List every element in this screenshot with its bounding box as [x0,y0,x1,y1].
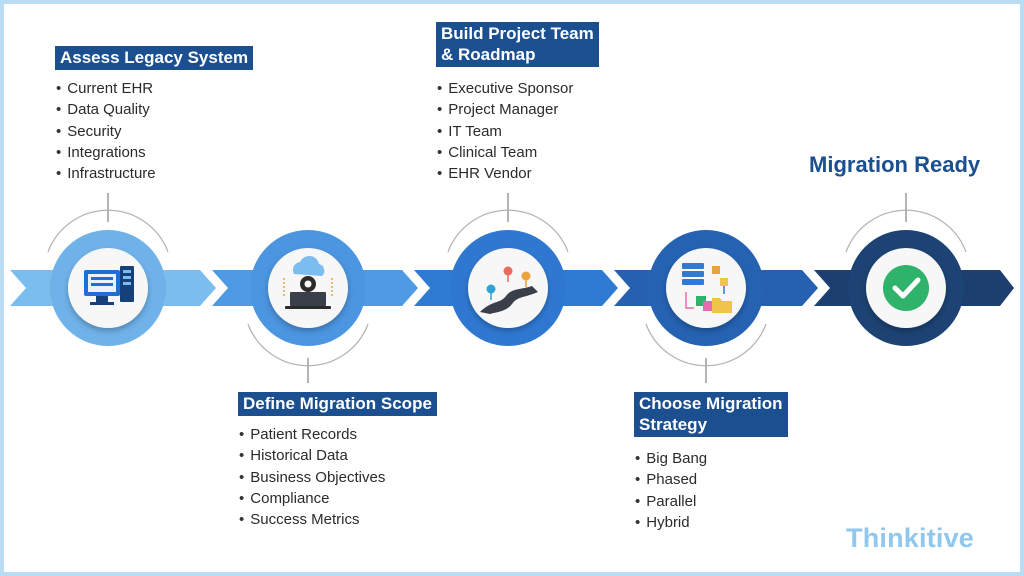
step-4-list: Big Bang Phased Parallel Hybrid [635,448,707,533]
step-4-heading-line-1: Choose Migration [639,394,783,413]
step-4-heading: Choose Migration Strategy [634,392,788,437]
list-item: Historical Data [239,445,385,466]
step-2-heading: Define Migration Scope [238,392,437,416]
connector-lines [107,193,907,383]
data-transfer-icon [682,263,732,313]
arc-decorations [47,209,967,367]
step-3-heading: Build Project Team & Roadmap [436,22,599,67]
list-item: Data Quality [56,99,156,120]
step-2-list: Patient Records Historical Data Business… [239,424,385,530]
step-4-heading-line-2: Strategy [639,415,708,434]
step-1-list: Current EHR Data Quality Security Integr… [56,78,156,184]
list-item: Infrastructure [56,163,155,184]
list-item: Executive Sponsor [437,78,573,99]
list-item: Security [56,121,156,142]
step-1-heading-line-1: Assess Legacy System [60,48,249,67]
cloud-gear-laptop-icon [283,255,333,309]
list-item: Success Metrics [239,509,385,530]
step-2-heading-line-1: Define Migration Scope [243,394,432,413]
computer-server-icon [84,266,134,305]
list-item: Patient Records [239,424,385,445]
step-1-heading: Assess Legacy System [55,46,254,70]
list-item: Integrations [56,142,156,163]
list-item: Clinical Team [437,142,573,163]
list-item: IT Team [437,121,573,142]
step-3-heading-line-1: Build Project Team [441,24,594,43]
checkmark-icon [883,265,929,311]
step-3-list: Executive Sponsor Project Manager IT Tea… [437,78,573,184]
brand-logo: Thinkitive [846,523,975,553]
list-item: Big Bang [635,448,707,469]
list-item: Business Objectives [239,467,385,488]
list-item: Compliance [239,488,385,509]
list-item: EHR Vendor [437,163,573,184]
list-item: Parallel [635,491,707,512]
list-item: Current EHR [56,78,156,99]
list-item: Project Manager [437,99,573,120]
step-5-title: Migration Ready [809,152,981,177]
list-item: Hybrid [635,512,707,533]
list-item: Phased [635,469,707,490]
roadmap-icon [480,266,538,314]
step-3-heading-line-2: & Roadmap [441,45,536,64]
